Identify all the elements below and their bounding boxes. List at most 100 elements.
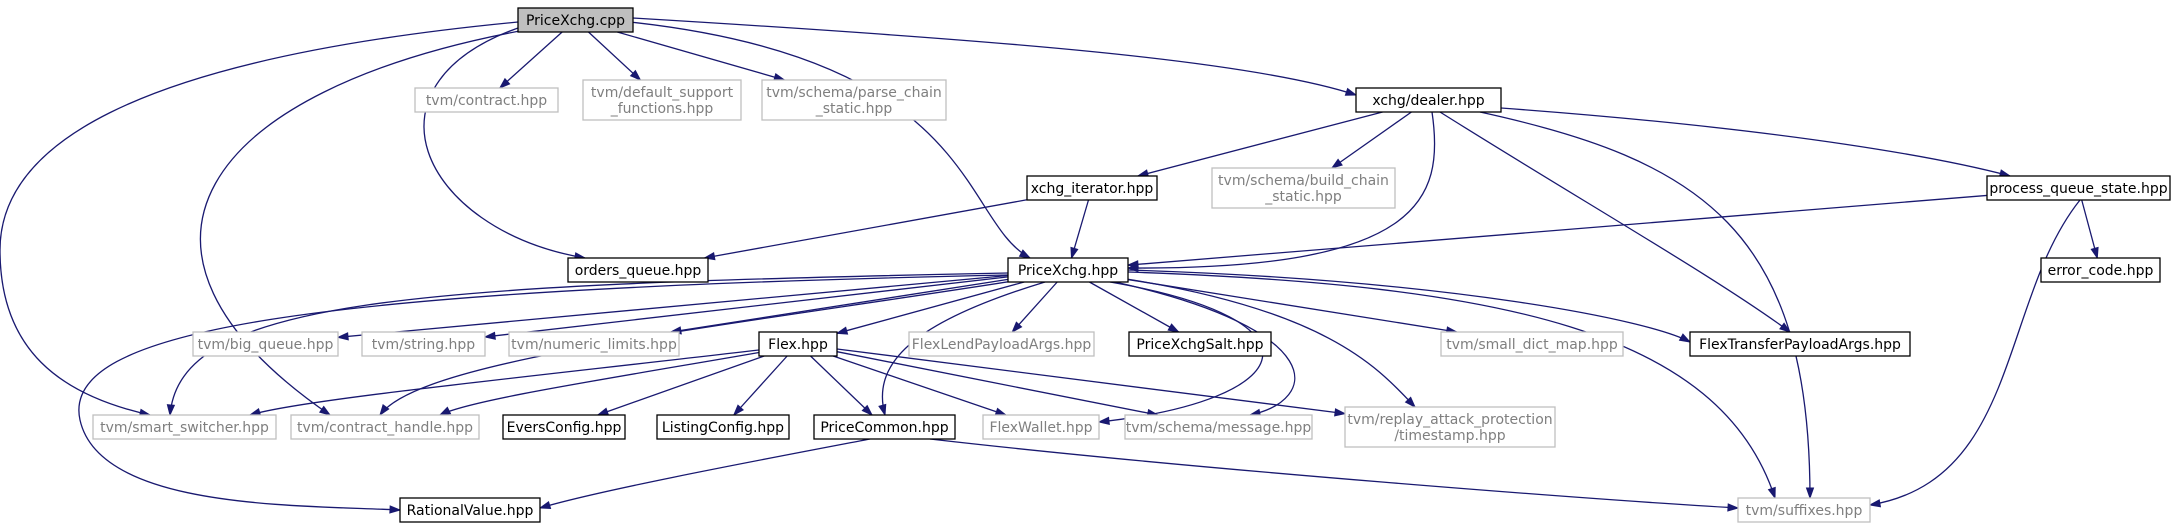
- node-tvm-schema-message: tvm/schema/message.hpp: [1124, 414, 1313, 440]
- edge-PriceXchg_cpp-to-tvm_parse_chain: [617, 31, 786, 82]
- node-label: FlexTransferPayloadArgs.hpp: [1699, 337, 1901, 353]
- node-box: [290, 414, 480, 440]
- node-label: tvm/schema/message.hpp: [1126, 420, 1312, 436]
- node-tvm-smart-switcher: tvm/smart_switcher.hpp: [92, 414, 277, 440]
- node-flexlendpayloadargs: FlexLendPayloadArgs.hpp: [908, 331, 1095, 357]
- node-box: [517, 7, 634, 33]
- node-label: tvm/contract.hpp: [426, 93, 547, 109]
- node-label: tvm/suffixes.hpp: [1746, 503, 1863, 519]
- node-box: [1128, 331, 1272, 357]
- node-label: tvm/big_queue.hpp: [198, 337, 334, 353]
- edge-xchg_dealer-to-tvm_suffixes: [1479, 111, 1815, 500]
- node-pricexchg-cpp: PriceXchg.cpp: [517, 7, 634, 33]
- node-box: [567, 257, 709, 283]
- edge-PriceXchg_hpp-to-RationalValue: [78, 274, 1009, 514]
- node-flexwallet: FlexWallet.hpp: [982, 414, 1100, 440]
- node-box: [1986, 175, 2171, 201]
- node-box: [508, 331, 680, 357]
- node-box: [982, 414, 1100, 440]
- edge-PriceXchg_hpp-to-FlexLendPayloadArgs: [1011, 281, 1058, 334]
- node-label: ListingConfig.hpp: [662, 420, 784, 436]
- edge-xchg_dealer-to-xchg_iterator: [1136, 111, 1383, 178]
- node-xchg-dealer[interactable]: xchg/dealer.hpp: [1355, 87, 1502, 113]
- node-tvm-parse-chain: tvm/schema/parse_chain_static.hpp: [761, 79, 947, 121]
- node-tvm-build-chain: tvm/schema/build_chain_static.hpp: [1211, 167, 1396, 209]
- node-label: _static.hpp: [815, 101, 893, 117]
- node-label: _static.hpp: [1264, 189, 1342, 205]
- edge-Flex_hpp-to-tvm_smart_switcher: [248, 349, 760, 417]
- edge-PriceXchg_hpp-to-tvm_big_queue: [336, 274, 1009, 341]
- node-label: tvm/small_dict_map.hpp: [1446, 337, 1618, 353]
- node-box: [1344, 406, 1556, 448]
- node-process-queue-state[interactable]: process_queue_state.hpp: [1986, 175, 2171, 201]
- node-label: FlexLendPayloadArgs.hpp: [912, 337, 1092, 353]
- edge-xchg_dealer-to-process_queue_state: [1500, 107, 2012, 178]
- node-box: [1689, 331, 1911, 357]
- node-label: PriceCommon.hpp: [820, 420, 948, 436]
- node-flex-hpp[interactable]: Flex.hpp: [758, 331, 838, 357]
- node-label: /timestamp.hpp: [1394, 428, 1505, 444]
- node-box: [192, 331, 339, 357]
- edge-PriceCommon-to-tvm_suffixes: [929, 438, 1740, 512]
- node-pricexchgsalt[interactable]: PriceXchgSalt.hpp: [1128, 331, 1272, 357]
- node-xchg-iterator[interactable]: xchg_iterator.hpp: [1026, 175, 1158, 201]
- edge-xchg_dealer-to-FlexTransferPayloadArgs: [1439, 111, 1792, 333]
- node-box: [582, 79, 742, 121]
- node-label: _functions.hpp: [610, 101, 714, 117]
- node-tvm-contract: tvm/contract.hpp: [414, 87, 559, 113]
- edge-PriceXchg_hpp-to-tvm_smart_switcher: [166, 272, 1009, 417]
- node-flextransferpayloadargs[interactable]: FlexTransferPayloadArgs.hpp: [1689, 331, 1911, 357]
- node-label: PriceXchg.hpp: [1018, 263, 1118, 279]
- node-label: EversConfig.hpp: [507, 420, 622, 436]
- node-orders-queue[interactable]: orders_queue.hpp: [567, 257, 709, 283]
- edge-PriceCommon-to-RationalValue: [538, 438, 871, 510]
- edge-PriceXchg_hpp-to-tvm_replay: [1119, 277, 1417, 409]
- edge-process_queue_state-to-tvm_suffixes: [1868, 199, 2081, 508]
- node-tvm-suffixes: tvm/suffixes.hpp: [1737, 497, 1871, 523]
- node-label: tvm/numeric_limits.hpp: [511, 337, 677, 353]
- edge-xchg_iterator-to-orders_queue: [702, 199, 1028, 261]
- node-label: orders_queue.hpp: [575, 263, 702, 279]
- node-box: [761, 79, 947, 121]
- edge-Flex_hpp-to-PriceCommon: [810, 355, 874, 417]
- node-box: [414, 87, 559, 113]
- edge-PriceXchg_cpp-to-tvm_default_support: [588, 31, 642, 82]
- edge-Flex_hpp-to-ListingConfig: [732, 355, 788, 417]
- node-listingconfig[interactable]: ListingConfig.hpp: [656, 414, 790, 440]
- node-box: [908, 331, 1095, 357]
- node-box: [813, 414, 956, 440]
- node-box: [92, 414, 277, 440]
- node-label: xchg/dealer.hpp: [1372, 93, 1484, 109]
- node-label: xchg_iterator.hpp: [1031, 181, 1154, 197]
- node-pricecommon[interactable]: PriceCommon.hpp: [813, 414, 956, 440]
- node-tvm-replay: tvm/replay_attack_protection/timestamp.h…: [1344, 406, 1556, 448]
- edge-PriceXchg_hpp-to-tvm_string: [483, 276, 1009, 340]
- node-error-code[interactable]: error_code.hpp: [2040, 257, 2161, 283]
- node-box: [758, 331, 838, 357]
- edge-PriceXchg_hpp-to-tvm_suffixes: [1127, 271, 1776, 500]
- node-label: tvm/string.hpp: [372, 337, 476, 353]
- node-tvm-big-queue: tvm/big_queue.hpp: [192, 331, 339, 357]
- edge-PriceXchg_cpp-to-xchg_dealer: [632, 17, 1358, 96]
- edge-PriceXchg_cpp-to-tvm_contract: [498, 31, 563, 90]
- node-box: [1007, 257, 1129, 283]
- node-tvm-default-support: tvm/default_support_functions.hpp: [582, 79, 742, 121]
- node-tvm-numeric-limits: tvm/numeric_limits.hpp: [508, 331, 680, 357]
- node-label: PriceXchgSalt.hpp: [1136, 337, 1263, 353]
- edge-PriceXchg_hpp-to-PriceXchgSalt: [1089, 281, 1180, 333]
- edge-process_queue_state-to-error_code: [2081, 199, 2099, 260]
- node-label: Flex.hpp: [768, 337, 828, 353]
- node-label: tvm/schema/parse_chain: [766, 85, 942, 101]
- node-rationalvalue[interactable]: RationalValue.hpp: [399, 497, 541, 523]
- edge-PriceXchg_cpp-to-PriceXchg_hpp: [629, 21, 1032, 259]
- node-box: [656, 414, 790, 440]
- edge-xchg_iterator-to-PriceXchg_hpp: [1070, 199, 1090, 260]
- node-pricexchg-hpp[interactable]: PriceXchg.hpp: [1007, 257, 1129, 283]
- node-eversconfig[interactable]: EversConfig.hpp: [502, 414, 626, 440]
- node-label: tvm/contract_handle.hpp: [297, 420, 473, 436]
- edge-Flex_hpp-to-tvm_replay: [836, 348, 1347, 417]
- edge-xchg_dealer-to-tvm_build_chain: [1330, 111, 1412, 169]
- edge-Flex_hpp-to-tvm_contract_handle: [438, 351, 763, 416]
- node-box: [399, 497, 541, 523]
